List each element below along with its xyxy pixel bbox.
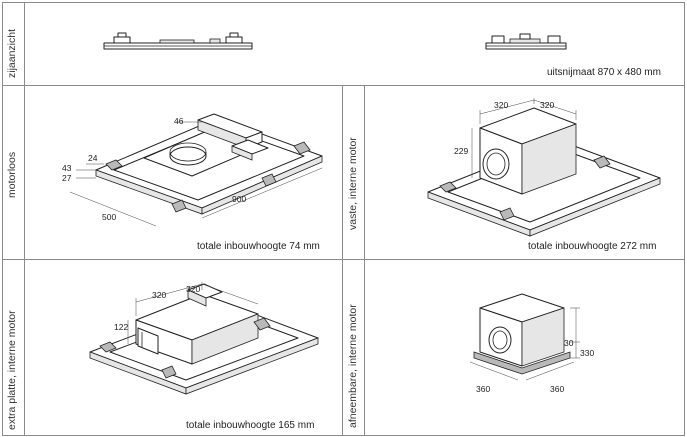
label-extra-flat-internal-motor: extra platte, interne motor (6, 310, 18, 430)
frame-bottom (2, 435, 685, 436)
row-divider-2 (2, 259, 685, 260)
dim-extra-flat-122: 122 (114, 322, 128, 332)
frame-right (684, 2, 685, 436)
middle-column-divider (342, 85, 343, 436)
fixed-motor-hood-drawing: 320 320 229 (427, 98, 661, 237)
caption-height-motorless: totale inbouwhoogte 74 mm (197, 241, 320, 252)
dim-removable-330: 330 (580, 348, 594, 358)
dim-fixed-320-a: 320 (494, 100, 508, 110)
dim-removable-30: 30 (564, 338, 574, 348)
label-motorless: motorloos (6, 151, 18, 198)
motorless-hood-drawing: 46 24 43 27 500 900 (62, 113, 323, 227)
removable-motor-drawing: 30 330 360 360 (469, 293, 594, 394)
label-removable-internal-motor: afneembare, interne motor (347, 304, 359, 428)
dim-extra-flat-320-b: 320 (186, 284, 200, 294)
dim-motorless-43: 43 (62, 163, 72, 173)
label-column-divider (24, 2, 25, 436)
middle-label-divider (364, 85, 365, 436)
dim-motorless-900: 900 (232, 194, 246, 204)
label-fixed-internal-motor: vaste, interne motor (347, 137, 359, 230)
side-view-fixed-motor-drawing (485, 33, 567, 50)
dim-extra-flat-320-a: 320 (152, 290, 166, 300)
frame-left (2, 2, 3, 436)
dim-motorless-24: 24 (88, 153, 98, 163)
extra-flat-hood-drawing: 320 320 122 (89, 282, 319, 395)
side-view-motorless-drawing (103, 32, 253, 50)
dim-removable-360-b: 360 (550, 384, 564, 394)
caption-cutout-size: uitsnijmaat 870 x 480 mm (547, 67, 661, 78)
label-side-view: zijaanzicht (6, 28, 18, 78)
dim-motorless-46: 46 (174, 116, 184, 126)
dim-fixed-229: 229 (454, 146, 468, 156)
frame-top (2, 2, 685, 3)
caption-height-extra-flat: totale inbouwhoogte 165 mm (186, 420, 315, 431)
caption-height-fixed: totale inbouwhoogte 272 mm (528, 241, 657, 252)
dim-fixed-320-b: 320 (540, 100, 554, 110)
dim-motorless-27: 27 (62, 173, 72, 183)
row-divider-1 (2, 85, 685, 86)
dim-removable-360-a: 360 (476, 384, 490, 394)
dim-motorless-500: 500 (102, 212, 116, 222)
